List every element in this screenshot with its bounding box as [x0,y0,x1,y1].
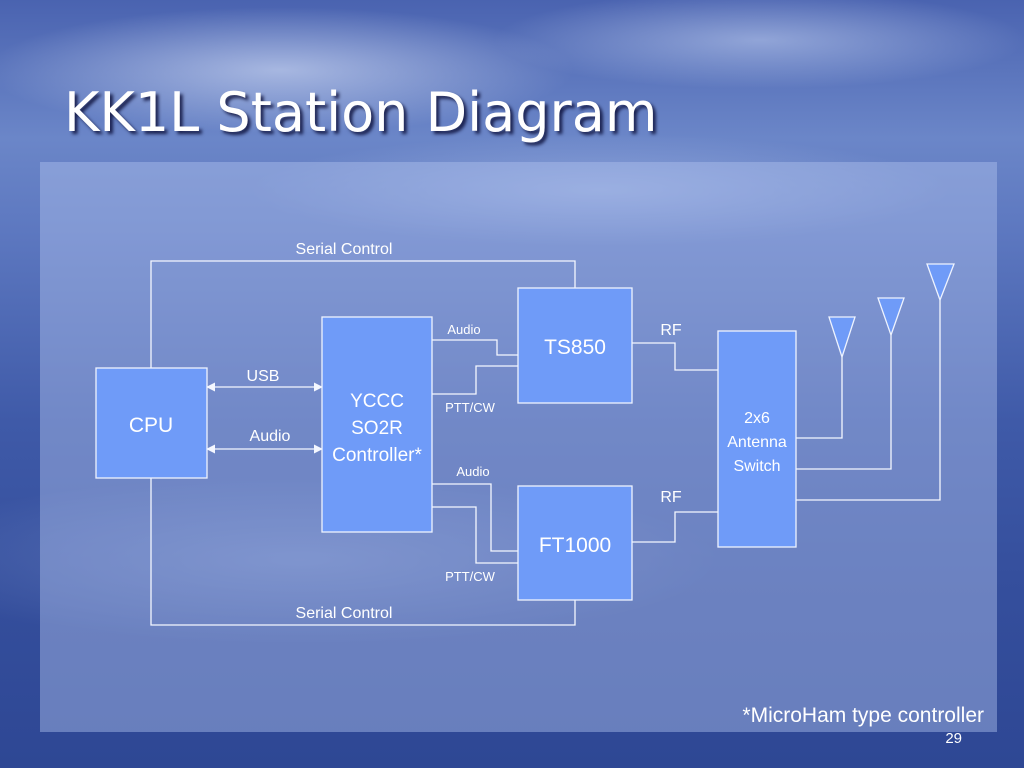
serial-control-wire-bottom [150,478,576,626]
ft1000-ptt-label: PTT/CW [445,569,496,584]
so2r-label-line2: SO2R [351,418,403,439]
footnote: *MicroHam type controller [742,704,984,727]
antenna-switch-block [717,330,797,548]
ts850-ptt-label: PTT/CW [445,400,496,415]
ft1000-audio-label: Audio [456,464,489,479]
cpu-audio-label: Audio [250,428,291,445]
rf-label-ts850: RF [660,322,682,339]
ts850-ptt-wire [432,365,518,395]
antenna-icon [828,316,856,360]
cpu-block [95,367,208,479]
slide-title: KK1L Station Diagram [64,81,658,144]
ts850-label: TS850 [544,336,606,359]
so2r-controller-block [321,316,433,533]
antenna-switch-label-line1: 2x6 [744,410,770,427]
antenna-icon [877,297,905,337]
so2r-label-line1: YCCC [350,391,404,412]
rf-wire-ft1000 [632,511,718,543]
serial-control-label-top: Serial Control [296,241,393,258]
antenna-switch-label-line3: Switch [733,458,780,475]
ts850-block [517,287,633,404]
rf-label-ft1000: RF [660,489,682,506]
antenna-switch-label-line2: Antenna [727,434,787,451]
antenna-feed-2 [796,335,892,470]
usb-label: USB [247,368,280,385]
serial-control-wire-top [150,260,576,368]
so2r-label-line3: Controller* [332,445,422,466]
ft1000-block [517,485,633,601]
ft1000-label: FT1000 [539,534,611,557]
ft1000-ptt-wire [432,506,518,564]
cpu-label: CPU [129,414,173,437]
ft1000-audio-wire [432,483,518,552]
antenna-icon [926,263,955,302]
ts850-audio-label: Audio [447,322,480,337]
serial-control-label-bottom: Serial Control [296,605,393,622]
rf-wire-ts850 [632,342,718,371]
antenna-feed-3 [796,300,941,501]
antenna-feed-1 [796,357,843,439]
page-number: 29 [945,730,962,747]
ts850-audio-wire [432,339,518,356]
